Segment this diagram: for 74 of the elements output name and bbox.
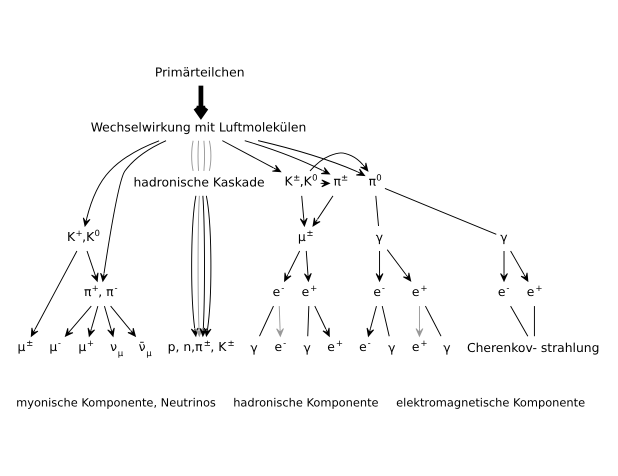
- arrow: [314, 306, 330, 337]
- arrow: [284, 250, 300, 282]
- node-text: γ: [388, 340, 396, 355]
- arrow: [104, 306, 115, 337]
- arrow: [86, 250, 99, 282]
- arrow: [110, 306, 136, 337]
- node-text: π$^{0}$: [368, 174, 382, 189]
- node-text: μ$^{±}$: [298, 228, 314, 244]
- label: myonische Komponente, Neutrinos: [16, 395, 216, 410]
- arrow: [510, 250, 528, 282]
- node-text: e$^{+}$: [412, 284, 428, 299]
- arrow: [366, 306, 377, 337]
- node-text: p, n,π$^{±}$, K$^{±}$: [168, 338, 235, 354]
- node-text: π$^{±}$: [333, 174, 348, 189]
- connector: [382, 306, 390, 337]
- node-text: Wechselwirkung mit Luftmolekülen: [90, 120, 306, 134]
- arrow: [100, 140, 167, 282]
- node-text: Cherenkov- strahlung: [466, 340, 600, 355]
- connector: [510, 306, 528, 337]
- arrow: [82, 140, 160, 226]
- arrow: [376, 250, 384, 282]
- connector: [375, 195, 379, 226]
- arrow: [300, 195, 308, 226]
- arrow: [222, 140, 282, 172]
- arrow: [386, 249, 412, 282]
- node-text: γ: [304, 340, 311, 355]
- arrow: [88, 306, 98, 337]
- node-text: e$^{-}$: [359, 338, 371, 354]
- node-text: γ: [443, 340, 451, 355]
- arrow: [312, 195, 334, 226]
- label: hadronische Komponente: [233, 395, 379, 410]
- node-text: ν̄$_{μ}$: [138, 340, 152, 359]
- arrow: [258, 140, 366, 176]
- node-text: hadronische Kaskade: [133, 176, 265, 190]
- connector: [203, 140, 205, 172]
- arrow: [500, 250, 508, 282]
- arrow: [193, 86, 209, 118]
- node-text: μ$^{±}$: [18, 338, 34, 354]
- connector: [259, 306, 274, 337]
- node-text: K$^{+}$,K$^{0}$: [66, 228, 100, 244]
- connector: [208, 140, 212, 172]
- node-text: π$^{+}$, π$^{-}$: [84, 284, 118, 299]
- connector: [534, 306, 535, 337]
- arrow: [30, 250, 78, 337]
- node-text: e$^{-}$: [373, 284, 386, 299]
- node-text: e$^{-}$: [498, 284, 510, 299]
- arrow: [64, 306, 92, 337]
- node-text: e$^{+}$: [302, 284, 318, 299]
- connector: [198, 140, 199, 172]
- arrow: [244, 140, 330, 174]
- node-text: μ$^{-}$: [49, 338, 62, 354]
- arrow: [204, 195, 212, 337]
- arrow: [276, 306, 284, 337]
- node-text: γ: [376, 230, 384, 245]
- arrow: [320, 179, 330, 188]
- node-text: e$^{+}$: [412, 338, 428, 354]
- node-text: e$^{-}$: [274, 338, 286, 354]
- node-text: e$^{+}$: [327, 338, 344, 354]
- node-text: γ: [500, 230, 508, 245]
- connector: [307, 306, 310, 337]
- node-text: μ$^{+}$: [78, 338, 94, 354]
- node-text: Primärteilchen: [154, 65, 245, 80]
- node-text: γ: [250, 340, 258, 355]
- node-text: K$^{±}$,K$^{0}$: [284, 174, 318, 189]
- arrow: [416, 306, 424, 337]
- label: elektromagnetische Komponente: [396, 395, 586, 410]
- arrow: [304, 250, 312, 282]
- connector: [384, 188, 497, 235]
- connector: [424, 306, 442, 337]
- node-text: e$^{-}$: [272, 284, 284, 299]
- arrow: [310, 152, 368, 172]
- connector: [191, 140, 194, 172]
- node-text: ν$_{μ}$: [110, 340, 124, 359]
- node-text: e$^{+}$: [526, 284, 543, 299]
